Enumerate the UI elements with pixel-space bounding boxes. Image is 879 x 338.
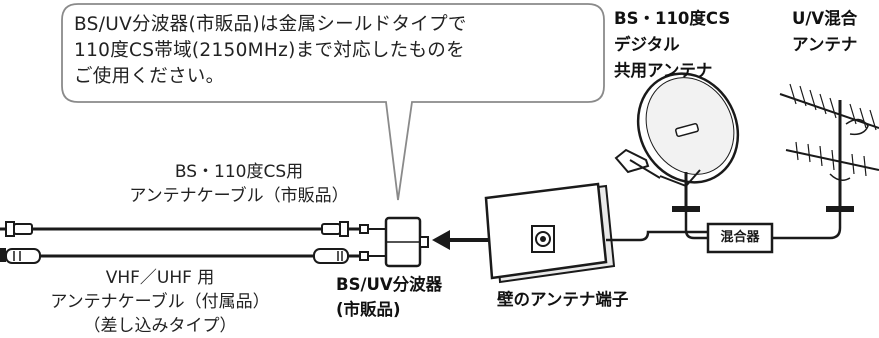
mixer-label: 混合器 xyxy=(720,230,760,245)
mixer-to-bs-wire xyxy=(684,212,708,240)
bs-uv-splitter xyxy=(368,216,429,268)
bs-antenna-label-line-1: BS・110度CS xyxy=(614,9,731,28)
splitter-label: BS/UV分波器 (市販品) xyxy=(336,272,442,322)
mixer-to-uv-wire xyxy=(772,212,842,240)
callout-note: BS/UV分波器(市販品)は金属シールドタイプで 110度CS帯域(2150MH… xyxy=(74,12,604,90)
uv-yagi-antenna-icon xyxy=(779,83,879,212)
wall-to-mixer-wire xyxy=(606,230,708,242)
bs-cable-label-line-1: BS・110度CS用 xyxy=(174,162,304,182)
bs-cable-label: BS・110度CS用 アンテナケーブル（市販品） xyxy=(124,160,354,208)
bs-antenna-label-line-2: デジタル xyxy=(614,35,680,54)
uv-antenna-label-line-2: アンテナ xyxy=(792,35,858,54)
callout-line-3: ご使用ください。 xyxy=(74,66,225,87)
callout-line-2: 110度CS帯域(2150MHz)まで対応したものを xyxy=(74,40,465,61)
splitter-label-line-2: (市販品) xyxy=(336,300,401,319)
bs-cs-dish-antenna-icon xyxy=(614,72,740,212)
uv-antenna-label-line-1: U/V混合 xyxy=(792,9,858,28)
bs-cable-label-line-2: アンテナケーブル（市販品） xyxy=(129,186,349,206)
wall-antenna-terminal xyxy=(484,182,616,284)
wall-terminal-label: 壁のアンテナ端子 xyxy=(497,290,629,309)
uv-cable-label-line-2: アンテナケーブル（付属品） xyxy=(50,292,270,312)
uv-cable-label-line-3: （差し込みタイプ） xyxy=(83,316,237,336)
callout-bubble xyxy=(61,3,605,201)
bs-cable xyxy=(0,221,369,237)
splitter-label-line-1: BS/UV分波器 xyxy=(336,275,443,294)
uv-cable-label: VHF／UHF 用 アンテナケーブル（付属品） （差し込みタイプ） xyxy=(30,266,290,338)
callout-line-1: BS/UV分波器(市販品)は金属シールドタイプで xyxy=(74,14,467,35)
uv-cable xyxy=(0,248,369,264)
bs-antenna-label: BS・110度CS デジタル 共用アンテナ xyxy=(614,6,730,84)
bs-antenna-label-line-3: 共用アンテナ xyxy=(614,61,713,80)
uv-antenna-label: U/V混合 アンテナ xyxy=(792,6,857,58)
uv-cable-label-line-1: VHF／UHF 用 xyxy=(105,268,215,288)
